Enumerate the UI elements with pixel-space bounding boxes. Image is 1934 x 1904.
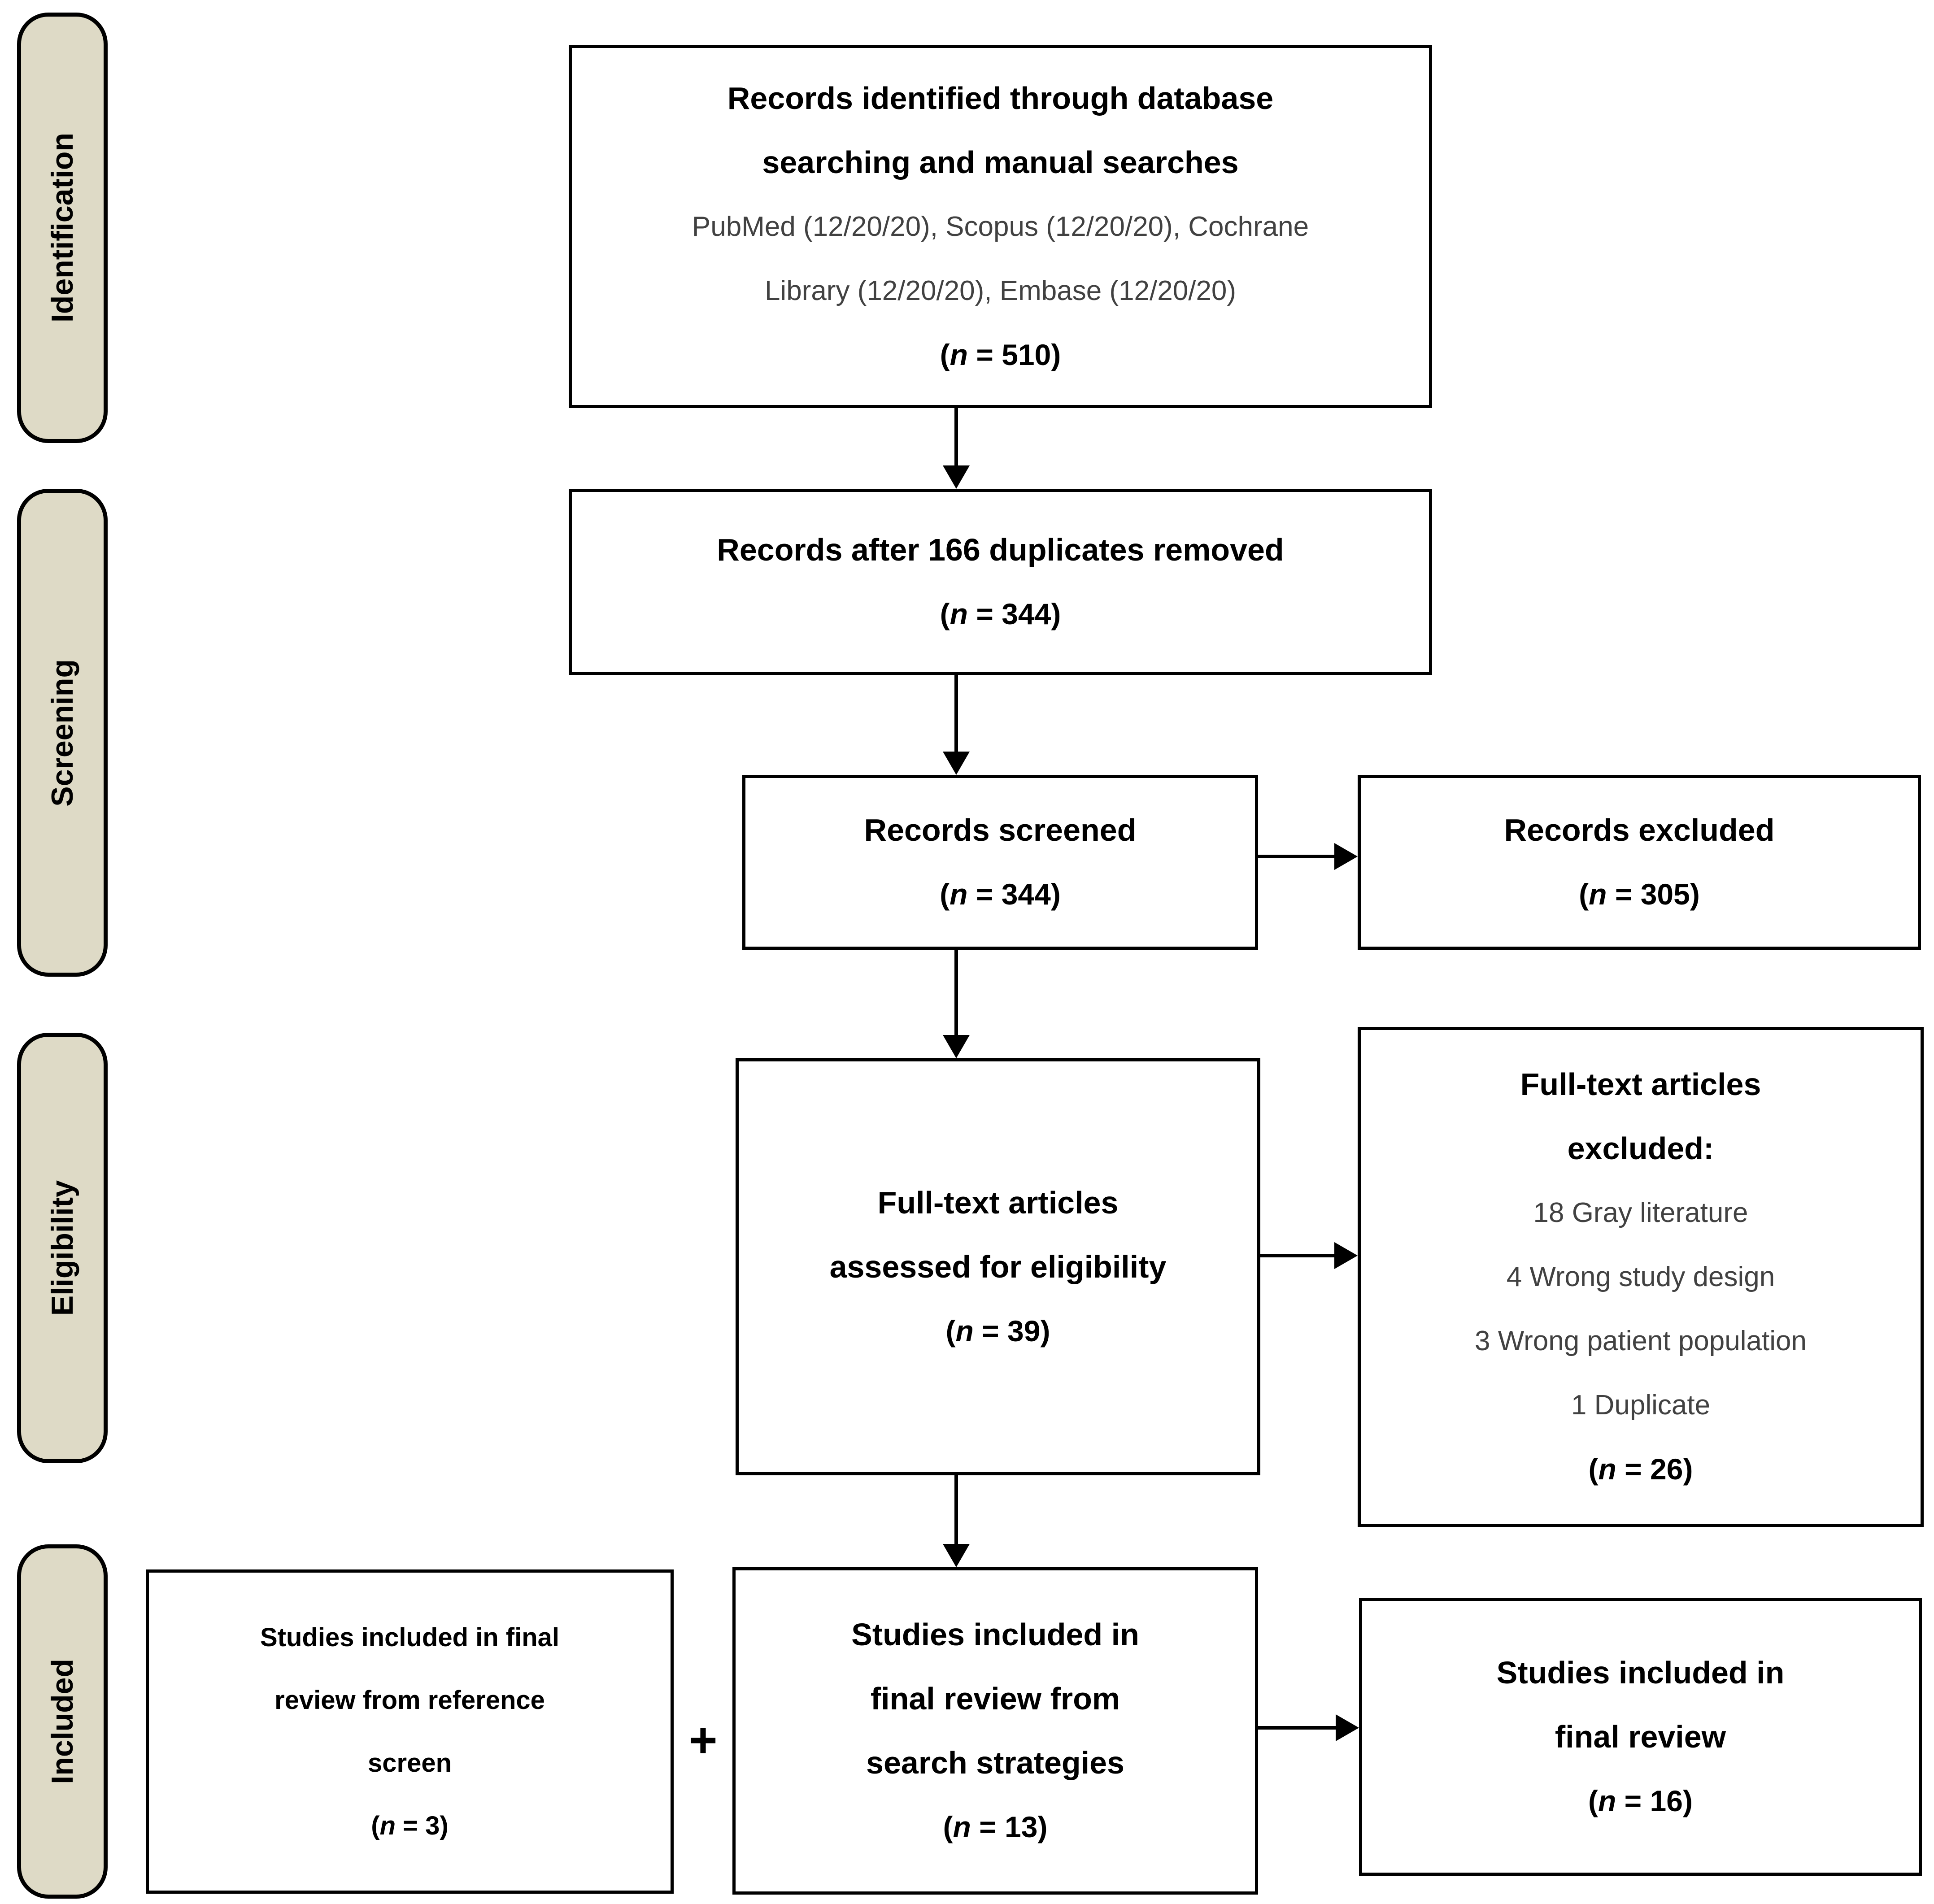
record-count: (n = 305) <box>1579 862 1700 926</box>
count-open-paren: ( <box>371 1811 380 1840</box>
record-count: (n = 3) <box>371 1795 448 1857</box>
box-title-line: Full-text articles <box>1520 1067 1761 1102</box>
count-n-symbol: n <box>950 878 968 911</box>
box-duplicates-removed: Records after 166 duplicates removed (n … <box>569 489 1432 675</box>
count-n-symbol: n <box>950 338 968 371</box>
box-records-excluded: Records excluded (n = 305) <box>1358 775 1921 950</box>
arrow-screened-to-fulltext-line <box>954 950 958 1037</box>
count-value: = 510) <box>967 338 1061 371</box>
count-value: = 344) <box>967 878 1061 911</box>
box-fulltext-excluded: Full-text articles excluded: 18 Gray lit… <box>1358 1027 1924 1527</box>
box-title-line: final review from <box>870 1681 1120 1716</box>
box-included-final-review: Studies included in final review (n = 16… <box>1359 1598 1922 1876</box>
count-value: = 39) <box>973 1314 1050 1348</box>
count-n-symbol: n <box>955 1314 974 1348</box>
box-detail-line: PubMed (12/20/20), Scopus (12/20/20), Co… <box>692 211 1309 242</box>
arrow-fulltext-to-included-search-line <box>954 1475 958 1546</box>
count-open-paren: ( <box>940 597 950 630</box>
plus-operator: + <box>688 1713 718 1768</box>
box-title-line: Studies included in <box>851 1617 1139 1652</box>
count-n-symbol: n <box>950 597 968 630</box>
box-included-search-strategies: Studies included in final review from se… <box>732 1567 1258 1895</box>
box-title-line: Records identified through database <box>727 80 1274 116</box>
box-title-line: Full-text articles <box>877 1185 1119 1220</box>
arrow-screened-to-excluded-line <box>1258 855 1337 858</box>
count-open-paren: ( <box>1588 1784 1599 1817</box>
arrow-fulltext-to-fulltext-excluded-line <box>1260 1254 1337 1257</box>
count-n-symbol: n <box>379 1811 396 1840</box>
box-detail-line: Library (12/20/20), Embase (12/20/20) <box>764 275 1237 306</box>
count-open-paren: ( <box>1579 878 1589 911</box>
exclusion-reason: 18 Gray literature <box>1533 1197 1748 1228</box>
arrow-screened-to-fulltext-head <box>943 1035 970 1058</box>
box-title-line: Records excluded <box>1504 813 1775 848</box>
box-title-line: Records after 166 duplicates removed <box>717 532 1284 567</box>
exclusion-reason: 3 Wrong patient population <box>1475 1326 1807 1356</box>
count-value: = 13) <box>971 1810 1048 1843</box>
box-title-line: Studies included in <box>1496 1655 1785 1690</box>
box-title-line: screen <box>367 1748 452 1778</box>
box-title-line: Records screened <box>864 813 1137 848</box>
count-open-paren: ( <box>945 1314 956 1348</box>
record-count: (n = 510) <box>940 323 1061 387</box>
record-count: (n = 39) <box>946 1299 1050 1363</box>
box-title-line: Studies included in final <box>260 1622 560 1652</box>
box-title-line: searching and manual searches <box>762 144 1239 180</box>
record-count: (n = 26) <box>1589 1437 1693 1501</box>
arrow-screened-to-excluded-head <box>1334 843 1358 870</box>
count-open-paren: ( <box>943 1810 953 1843</box>
arrow-included-search-to-final-head <box>1336 1714 1359 1741</box>
record-count: (n = 16) <box>1588 1769 1693 1833</box>
count-open-paren: ( <box>940 878 950 911</box>
exclusion-reason: 1 Duplicate <box>1571 1390 1711 1421</box>
box-fulltext-assessed: Full-text articles assessed for eligibil… <box>736 1058 1260 1475</box>
record-count: (n = 344) <box>940 582 1061 646</box>
count-n-symbol: n <box>1589 878 1607 911</box>
record-count: (n = 344) <box>940 862 1061 926</box>
stage-label-text: Eligibility <box>45 1180 79 1316</box>
arrow-fulltext-to-fulltext-excluded-head <box>1334 1242 1358 1269</box>
exclusion-reason: 4 Wrong study design <box>1506 1261 1775 1292</box>
box-records-identified: Records identified through database sear… <box>569 45 1432 408</box>
stage-label-eligibility: Eligibility <box>17 1033 108 1463</box>
arrow-identified-to-deduplicated-head <box>943 465 970 489</box>
count-n-symbol: n <box>1598 1784 1616 1817</box>
count-n-symbol: n <box>953 1810 971 1843</box>
count-value: = 305) <box>1607 878 1700 911</box>
count-value: = 26) <box>1616 1452 1693 1486</box>
record-count: (n = 13) <box>943 1795 1048 1859</box>
count-open-paren: ( <box>1588 1452 1599 1486</box>
box-title-line: final review <box>1555 1719 1726 1754</box>
box-title-line: review from reference <box>274 1685 545 1715</box>
stage-label-identification: Identification <box>17 13 108 443</box>
box-title-line: search strategies <box>866 1745 1124 1780</box>
box-title-line: excluded: <box>1567 1131 1714 1166</box>
stage-label-screening: Screening <box>17 489 108 977</box>
arrow-identified-to-deduplicated-line <box>954 408 958 469</box>
stage-label-text: Screening <box>45 659 79 807</box>
count-value: = 344) <box>967 597 1061 630</box>
arrow-included-search-to-final-line <box>1258 1726 1338 1730</box>
count-open-paren: ( <box>940 338 950 371</box>
box-records-screened: Records screened (n = 344) <box>742 775 1258 950</box>
count-value: = 3) <box>396 1811 449 1840</box>
arrow-deduplicated-to-screened-head <box>943 752 970 775</box>
arrow-fulltext-to-included-search-head <box>943 1544 970 1567</box>
stage-label-included: Included <box>17 1544 108 1899</box>
arrow-deduplicated-to-screened-line <box>954 675 958 753</box>
count-n-symbol: n <box>1598 1452 1616 1486</box>
box-included-reference-screen: Studies included in final review from re… <box>146 1569 674 1894</box>
stage-label-text: Included <box>45 1659 79 1784</box>
stage-label-text: Identification <box>45 133 79 323</box>
count-value: = 16) <box>1616 1784 1693 1817</box>
box-title-line: assessed for eligibility <box>829 1249 1167 1284</box>
